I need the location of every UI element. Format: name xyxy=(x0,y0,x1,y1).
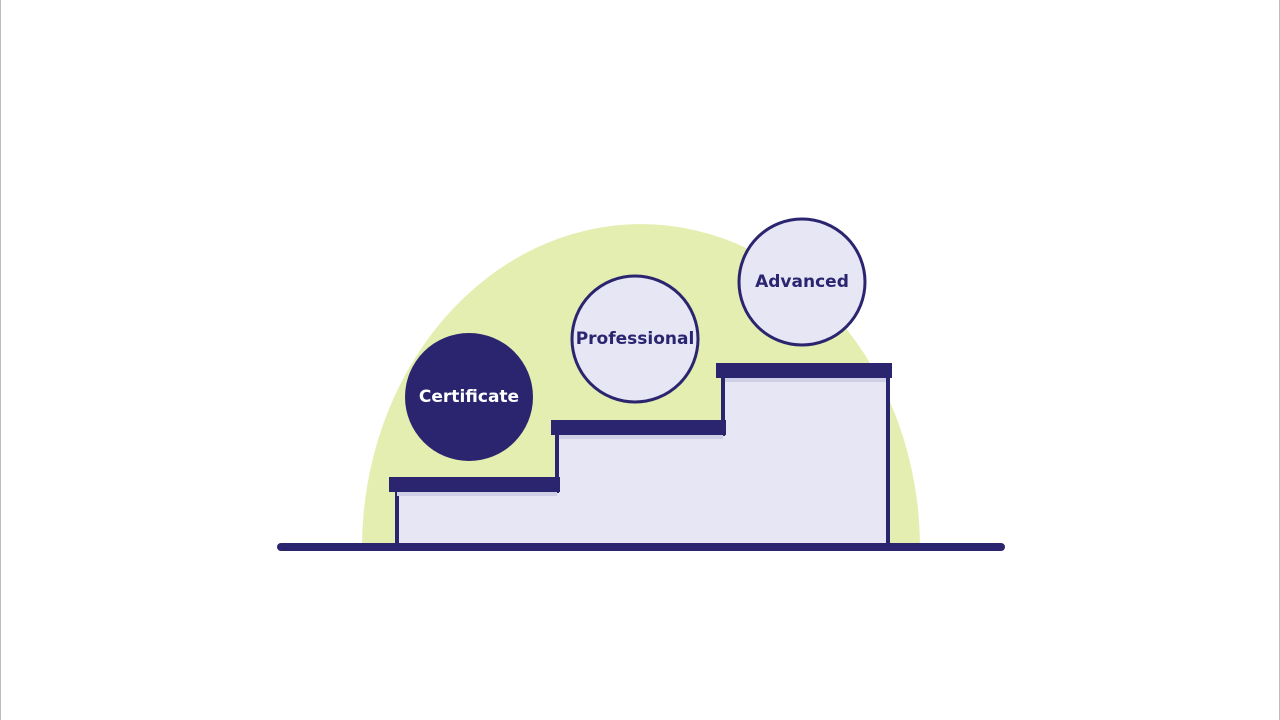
step-2-shadow xyxy=(559,435,723,439)
level-professional-circle xyxy=(570,274,700,404)
step-2-tread xyxy=(551,420,726,435)
level-professional[interactable]: Professional xyxy=(570,274,700,404)
level-certificate[interactable]: Certificate xyxy=(405,333,533,461)
step-1-shadow xyxy=(397,492,557,496)
level-certificate-label: Certificate xyxy=(419,387,519,407)
level-certificate-circle xyxy=(405,333,533,461)
step-3-tread xyxy=(716,363,892,378)
level-professional-label: Professional xyxy=(576,329,695,349)
level-advanced[interactable]: Advanced xyxy=(737,217,867,347)
level-advanced-label: Advanced xyxy=(755,272,849,292)
step-3-shadow xyxy=(725,378,886,382)
level-advanced-circle xyxy=(737,217,867,347)
step-1-tread xyxy=(389,477,560,492)
